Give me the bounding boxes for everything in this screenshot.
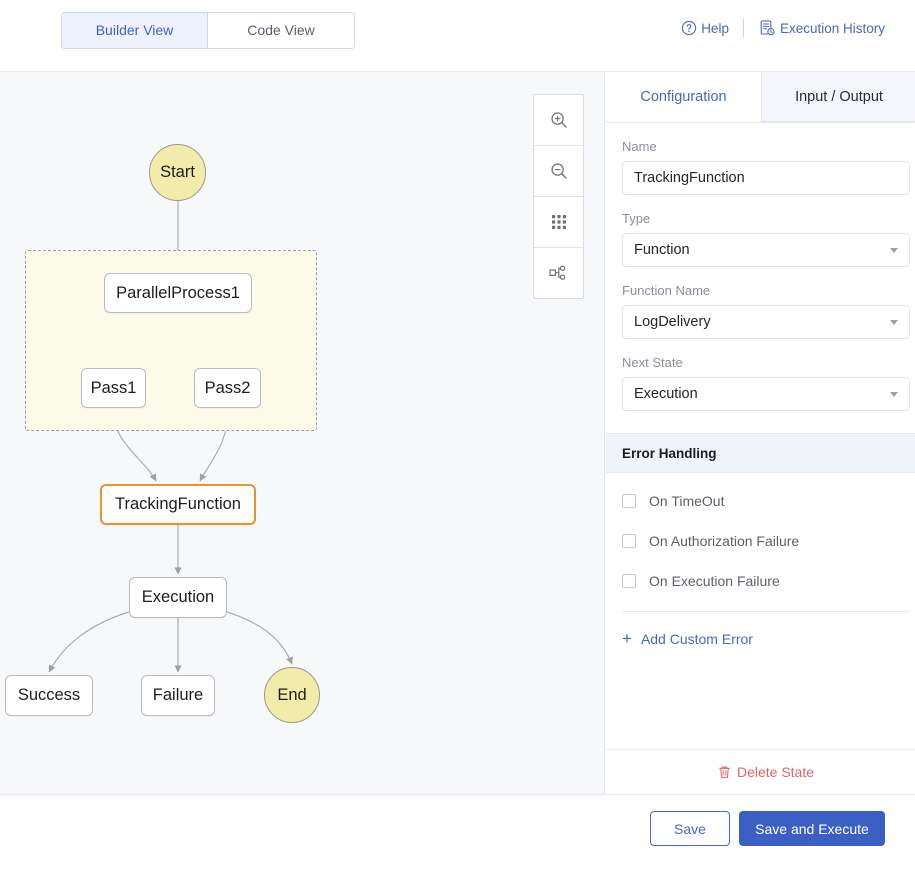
next-state-select-value: Execution [634,386,698,402]
tab-input-output[interactable]: Input / Output [761,72,915,122]
help-label: Help [701,20,729,36]
checkbox-on-authorization-failure[interactable]: On Authorization Failure [606,521,915,561]
checkbox-label: On Execution Failure [649,573,780,589]
function-name-select-value: LogDelivery [634,314,711,330]
trash-icon [718,765,731,779]
state-config-panel: Configuration Input / Output Name Tracki… [606,72,915,794]
delete-state-label: Delete State [736,764,815,780]
next-state-field-label: Next State [622,355,683,370]
node-execution[interactable]: Execution [129,577,227,618]
node-label: Execution [141,588,215,606]
footer-bar: Save Save and Execute [0,794,915,874]
delete-state-button[interactable]: Delete State [606,749,915,794]
node-failure[interactable]: Failure [141,675,215,716]
name-input-value: TrackingFunction [634,170,745,186]
save-and-execute-button[interactable]: Save and Execute [739,811,885,846]
node-start[interactable]: Start [149,144,206,201]
execution-history-link[interactable]: Execution History [758,19,885,37]
toolbar-divider [742,18,744,38]
auto-layout-button[interactable] [534,248,583,298]
node-label: End [277,685,307,704]
top-bar: Builder View Code View Help [0,0,915,72]
zoom-in-button[interactable] [534,95,583,146]
top-bar-actions: Help Execution History [681,18,885,38]
node-label: ParallelProcess1 [116,283,240,302]
next-state-select[interactable]: Execution [622,377,910,411]
execution-history-label: Execution History [779,20,885,36]
plus-icon: + [622,629,632,648]
zoom-out-icon [549,161,569,181]
tab-code-view[interactable]: Code View [208,13,354,48]
node-end[interactable]: End [264,667,320,723]
add-custom-error-label: Add Custom Error [640,631,753,647]
document-clock-icon [758,19,776,37]
checkbox-on-execution-failure[interactable]: On Execution Failure [606,561,915,601]
checkbox-on-timeout[interactable]: On TimeOut [606,481,915,521]
checkbox-box[interactable] [622,494,636,508]
chevron-down-icon [890,319,898,325]
chevron-down-icon [890,391,898,397]
type-field-label: Type [622,211,651,226]
canvas-toolbar [533,94,584,299]
grid-button[interactable] [534,197,583,248]
node-parallelprocess1[interactable]: ParallelProcess1 [104,273,252,313]
grid-icon [550,213,568,231]
type-select-value: Function [634,242,690,258]
name-input[interactable]: TrackingFunction [622,161,910,195]
node-success[interactable]: Success [5,675,93,716]
help-link[interactable]: Help [681,20,729,36]
node-pass2[interactable]: Pass2 [194,368,261,408]
zoom-in-icon [549,110,569,130]
node-label: Failure [152,686,204,704]
node-pass1[interactable]: Pass1 [81,368,146,408]
function-name-select[interactable]: LogDelivery [622,305,910,339]
panel-tabs: Configuration Input / Output [606,72,915,123]
zoom-out-button[interactable] [534,146,583,197]
auto-layout-icon [548,264,570,282]
node-label: Start [160,163,195,181]
checkbox-box[interactable] [622,574,636,588]
node-label: Pass2 [204,378,251,397]
checkbox-box[interactable] [622,534,636,548]
add-custom-error-button[interactable]: + Add Custom Error [606,618,915,660]
tab-builder-view[interactable]: Builder View [62,13,208,48]
node-label: Pass1 [90,378,137,397]
type-select[interactable]: Function [622,233,910,267]
question-circle-icon [681,20,697,36]
checkbox-label: On Authorization Failure [649,533,800,549]
node-label: Success [17,686,81,704]
function-name-field-label: Function Name [622,283,711,298]
tab-configuration[interactable]: Configuration [606,72,761,122]
name-field-label: Name [622,139,657,154]
panel-body: Name TrackingFunction Type Function Func… [606,139,915,411]
node-label: TrackingFunction [115,495,241,513]
panel-divider [622,611,910,612]
error-handling-header: Error Handling [606,433,915,473]
workflow-canvas[interactable]: Start ParallelProcess1 Pass1 Pass2 Track… [0,72,605,794]
chevron-down-icon [890,247,898,253]
checkbox-label: On TimeOut [649,493,725,509]
view-toggle: Builder View Code View [61,12,355,49]
error-handling-options: On TimeOut On Authorization Failure On E… [606,473,915,660]
node-trackingfunction[interactable]: TrackingFunction [100,484,256,525]
save-button[interactable]: Save [650,811,730,846]
